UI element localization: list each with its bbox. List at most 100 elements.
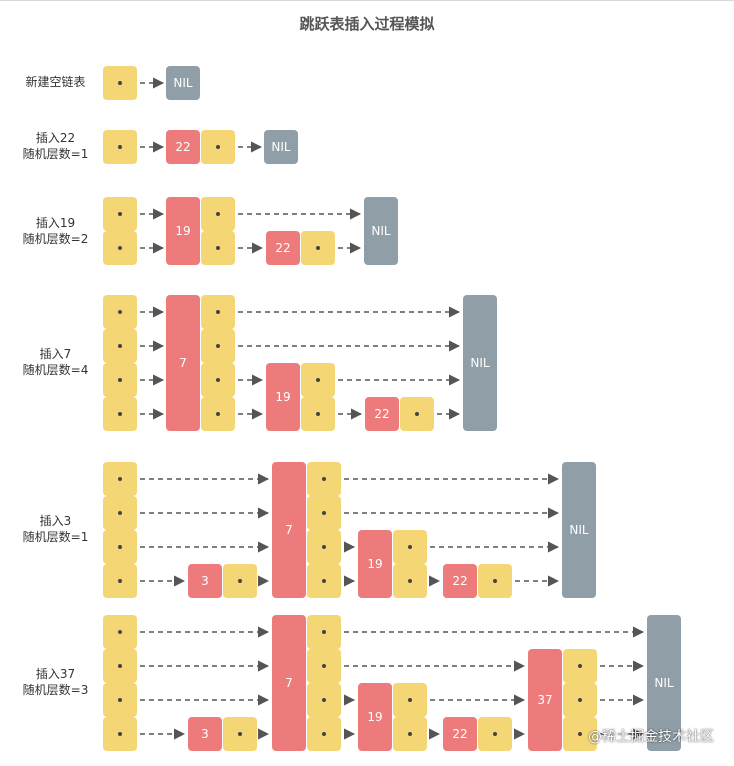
pointer-dot [316, 412, 320, 416]
value-node-22 [266, 231, 300, 265]
step-level: 随机层数=4 [22, 363, 89, 377]
pointer-dot [216, 310, 220, 314]
pointer-dot [578, 664, 582, 668]
pointer-dot [316, 246, 320, 250]
step-label-insert-37: 插入37 随机层数=3 [8, 666, 103, 698]
nil-label: NIL [654, 676, 674, 690]
value-label: 7 [179, 356, 187, 370]
pointer-dot [118, 545, 122, 549]
pointer-dot [216, 246, 220, 250]
pointer-dot [322, 477, 326, 481]
pointer-dot [322, 698, 326, 702]
value-label: 22 [452, 574, 467, 588]
pointer-dot [118, 732, 122, 736]
pointer-dot [322, 630, 326, 634]
pointer-dot [578, 732, 582, 736]
row-insert-3: 3 7 19 22 [103, 462, 596, 598]
value-node-37 [528, 649, 562, 751]
nil-label: NIL [173, 76, 193, 90]
value-label: 7 [285, 676, 293, 690]
top-divider [0, 0, 734, 1]
step-level: 随机层数=2 [22, 232, 89, 246]
pointer-dot [118, 412, 122, 416]
pointer-dot [118, 344, 122, 348]
row-insert-19: 19 22 NIL [103, 197, 398, 265]
value-node-7 [272, 615, 306, 751]
step-label-insert-3: 插入3 随机层数=1 [8, 513, 103, 545]
value-label: 19 [275, 390, 290, 404]
step-title: 新建空链表 [25, 75, 86, 89]
nil-label: NIL [371, 224, 391, 238]
watermark: @稀土掘金技术社区 [588, 729, 714, 745]
nil-label: NIL [271, 140, 291, 154]
value-node-3 [188, 717, 222, 751]
nil-node [562, 462, 596, 598]
pointer-dot [322, 579, 326, 583]
nil-node [166, 66, 200, 100]
row-insert-37: 3 7 19 22 [103, 615, 681, 751]
pointer-dot [493, 732, 497, 736]
pointer-dot [216, 344, 220, 348]
step-level: 随机层数=1 [22, 147, 89, 161]
value-label: 22 [275, 241, 290, 255]
pointer-dot [118, 81, 122, 85]
value-node-7 [272, 462, 306, 598]
nil-label: NIL [569, 523, 589, 537]
step-level: 随机层数=3 [22, 683, 89, 697]
row-insert-7: 7 19 22 NIL [103, 295, 497, 431]
step-level: 随机层数=1 [22, 530, 89, 544]
pointer-dot [118, 145, 122, 149]
value-node-19 [358, 530, 392, 598]
nil-node [463, 295, 497, 431]
pointer-dot [216, 145, 220, 149]
step-label-insert-19: 插入19 随机层数=2 [8, 215, 103, 247]
pointer-dot [316, 378, 320, 382]
value-label: 22 [175, 140, 190, 154]
step-title: 插入3 [39, 514, 72, 528]
pointer-dot [322, 732, 326, 736]
pointer-dot [493, 579, 497, 583]
pointer-dot [408, 579, 412, 583]
value-node-22 [365, 397, 399, 431]
value-label: 3 [201, 574, 209, 588]
pointer-dot [408, 698, 412, 702]
value-label: 19 [175, 224, 190, 238]
value-label: 3 [201, 727, 209, 741]
pointer-dot [118, 477, 122, 481]
pointer-dot [216, 212, 220, 216]
pointer-dot [578, 698, 582, 702]
pointer-dot [415, 412, 419, 416]
step-label-insert-7: 插入7 随机层数=4 [8, 346, 103, 378]
value-node-22 [443, 717, 477, 751]
step-label-insert-22: 插入22 随机层数=1 [8, 130, 103, 162]
step-label-empty: 新建空链表 [8, 74, 103, 90]
row-empty: NIL [103, 66, 200, 100]
value-node-19 [358, 683, 392, 751]
pointer-dot [118, 212, 122, 216]
value-node-7 [166, 295, 200, 431]
value-node-22 [443, 564, 477, 598]
step-title: 插入22 [35, 131, 76, 145]
step-title: 插入19 [35, 216, 76, 230]
pointer-dot [408, 732, 412, 736]
pointer-dot [118, 378, 122, 382]
value-label: 7 [285, 523, 293, 537]
pointer-dot [322, 511, 326, 515]
value-node-3 [188, 564, 222, 598]
value-node-19 [166, 197, 200, 265]
step-title: 插入7 [39, 347, 72, 361]
pointer-dot [118, 511, 122, 515]
pointer-dot [118, 310, 122, 314]
nil-node [364, 197, 398, 265]
nil-node [647, 615, 681, 751]
nil-node [264, 130, 298, 164]
pointer-dot [118, 579, 122, 583]
pointer-dot [216, 412, 220, 416]
row-insert-22: 22 NIL [103, 130, 298, 164]
pointer-dot [118, 630, 122, 634]
pointer-dot [118, 698, 122, 702]
value-label: 19 [367, 710, 382, 724]
value-node-19 [266, 363, 300, 431]
value-label: 19 [367, 557, 382, 571]
